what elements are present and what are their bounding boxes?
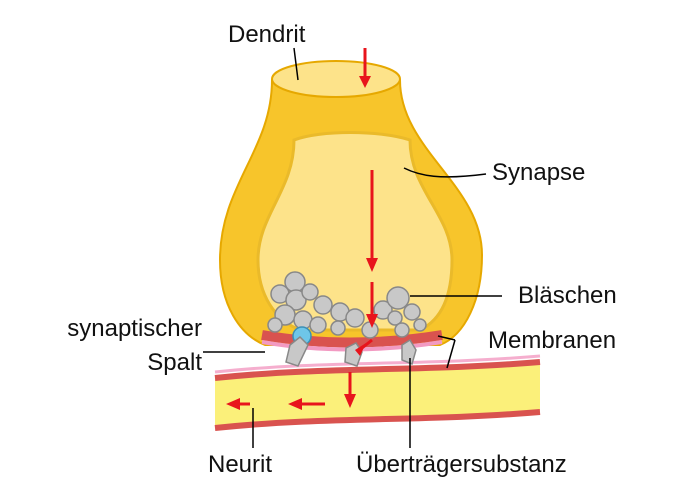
label-synaptischer: synaptischer — [40, 317, 202, 341]
synapse-body — [220, 61, 482, 345]
label-blaeschen: Bläschen — [518, 284, 617, 308]
neurite — [215, 356, 540, 428]
label-spalt: Spalt — [40, 351, 202, 375]
label-synapse: Synapse — [492, 161, 585, 185]
label-membranen: Membranen — [488, 329, 616, 353]
label-uebertraegersubstanz: Überträgersubstanz — [356, 453, 567, 477]
label-dendrit: Dendrit — [228, 23, 305, 47]
label-neurit: Neurit — [208, 453, 272, 477]
